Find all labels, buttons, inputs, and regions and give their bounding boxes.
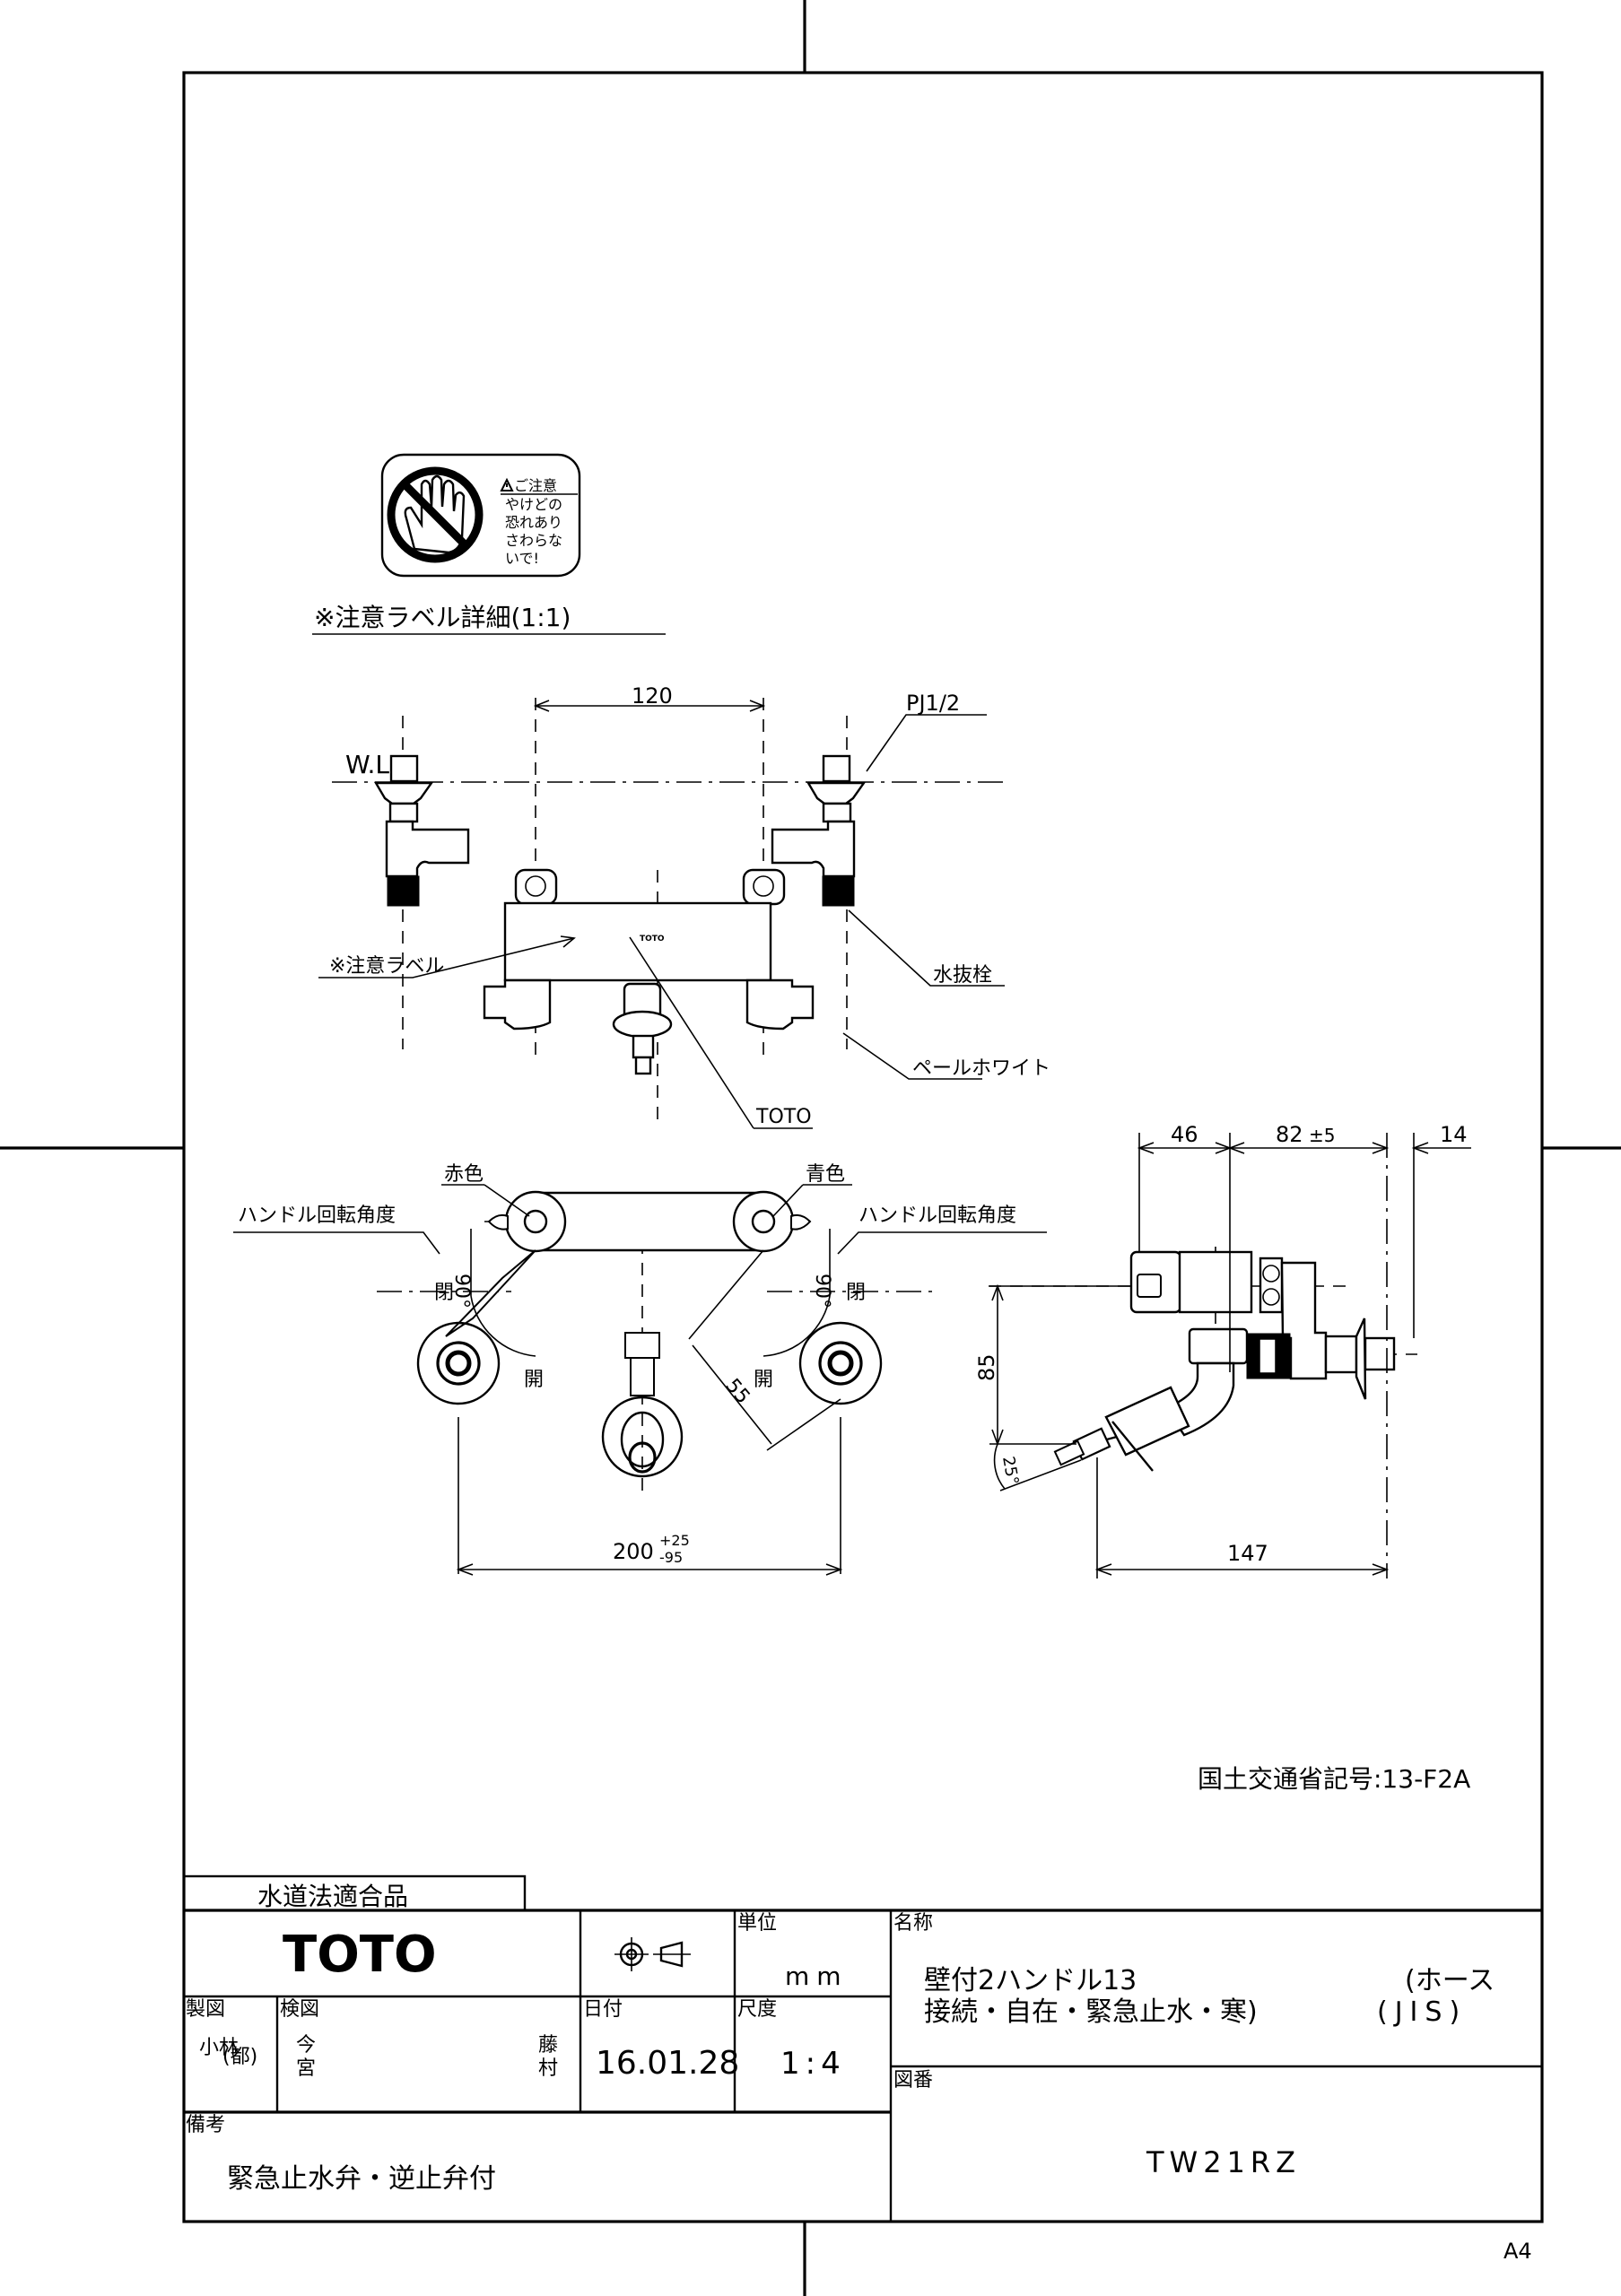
callout-pale-white: ペールホワイト	[912, 1057, 1050, 1080]
drain-plug	[822, 875, 855, 907]
dim-200: 200	[613, 1539, 654, 1564]
name-line2: 接続・自在・緊急止水・寒)	[924, 1996, 1258, 2028]
top-view: 赤色 青色 ハンドル回転角度 ハンドル回転角度 90° 90° 閉 閉 開 開 …	[233, 1163, 1047, 1576]
callout-toto: TOTO	[755, 1106, 812, 1128]
caution-line: 恐れあり	[505, 514, 562, 531]
title-block: 水道法適合品 TOTO 単位 mm 製図 小林 (都) 検図 今 宮 藤 村 日…	[182, 1874, 1542, 2222]
unit-value: mm	[785, 1961, 849, 1991]
checked-by-right-1: 藤	[538, 2034, 558, 2057]
side-view: 46 82 ±5 14 85 25° 147	[974, 1122, 1471, 1578]
dim-46: 46	[1171, 1122, 1198, 1147]
drawing-no-label: 図番	[893, 2069, 933, 2092]
scale-value: 1:4	[780, 2046, 846, 2082]
third-angle-projection-icon	[614, 1937, 691, 1971]
mlit-code: 国土交通省記号:13-F2A	[1198, 1764, 1470, 1794]
checked-label: 検図	[280, 1998, 319, 2021]
compliance-label: 水道法適合品	[257, 1882, 408, 1911]
caution-line: いで!	[505, 550, 539, 567]
open-right: 開	[754, 1369, 773, 1391]
closed-left: 閉	[434, 1282, 454, 1304]
dim-14: 14	[1440, 1122, 1468, 1147]
label-handle-angle-right: ハンドル回転角度	[858, 1205, 1016, 1227]
dim-200-tol-minus: -95	[659, 1549, 683, 1566]
open-left: 開	[524, 1369, 544, 1391]
body-logo: TOTO	[640, 935, 665, 944]
label-handle-angle-left: ハンドル回転角度	[238, 1205, 396, 1227]
dim-85: 85	[974, 1353, 999, 1381]
angle-left: 90°	[450, 1274, 473, 1309]
dim-82-tol: ±5	[1309, 1125, 1335, 1146]
dim-120: 120	[632, 683, 673, 709]
remarks: 緊急止水弁・逆止弁付	[227, 2163, 496, 2195]
warning-triangle-icon	[500, 477, 514, 491]
unit-label: 単位	[737, 1912, 777, 1935]
name-line1-right: (ホース	[1405, 1965, 1495, 1996]
front-view: W.L 120 TOTO	[318, 683, 1050, 1129]
name-line1: 壁付2ハンドル13	[924, 1965, 1137, 1996]
paper-size: A4	[1503, 2239, 1532, 2264]
caution-line: さわらな	[505, 532, 562, 549]
dim-200-tol-plus: +25	[659, 1532, 690, 1549]
dim-147: 147	[1227, 1541, 1268, 1566]
drawing-no: TW21RZ	[1146, 2145, 1301, 2179]
caution-header: ご注意	[514, 477, 557, 494]
brand-logo: TOTO	[283, 1926, 437, 1984]
water-line-label: W.L	[345, 750, 389, 779]
caution-line: やけどの	[505, 496, 562, 513]
drawn-by-2: (都)	[222, 2046, 257, 2068]
drawn-label: 製図	[186, 1998, 225, 2021]
date-value: 16.01.28	[596, 2045, 739, 2082]
dim-82: 82	[1276, 1122, 1303, 1147]
checked-by-left-2: 宮	[296, 2057, 316, 2080]
callout-thread: PJ1/2	[906, 691, 960, 716]
date-label: 日付	[583, 1998, 623, 2021]
name-label: 名称	[893, 1912, 933, 1935]
dim-25deg: 25°	[998, 1455, 1022, 1486]
closed-right: 閉	[846, 1282, 866, 1304]
caution-label-caption: ※注意ラベル詳細(1:1)	[314, 603, 571, 632]
checked-by-right-2: 村	[538, 2057, 558, 2080]
scale-label: 尺度	[737, 1998, 777, 2021]
caution-label: ご注意 やけどの 恐れあり さわらな いで!	[380, 453, 581, 578]
faucet-body	[503, 901, 772, 982]
name-line2-right: (JIS)	[1377, 1996, 1467, 2028]
label-red: 赤色	[444, 1163, 484, 1186]
no-touch-icon	[387, 466, 484, 563]
label-blue: 青色	[806, 1163, 845, 1186]
drawn-by-1: 小林	[199, 2037, 239, 2059]
dim-55: 55	[720, 1375, 754, 1409]
remarks-label: 備考	[186, 2114, 225, 2136]
callout-drain-plug: 水抜栓	[933, 964, 992, 987]
checked-by-left-1: 今	[296, 2034, 316, 2057]
